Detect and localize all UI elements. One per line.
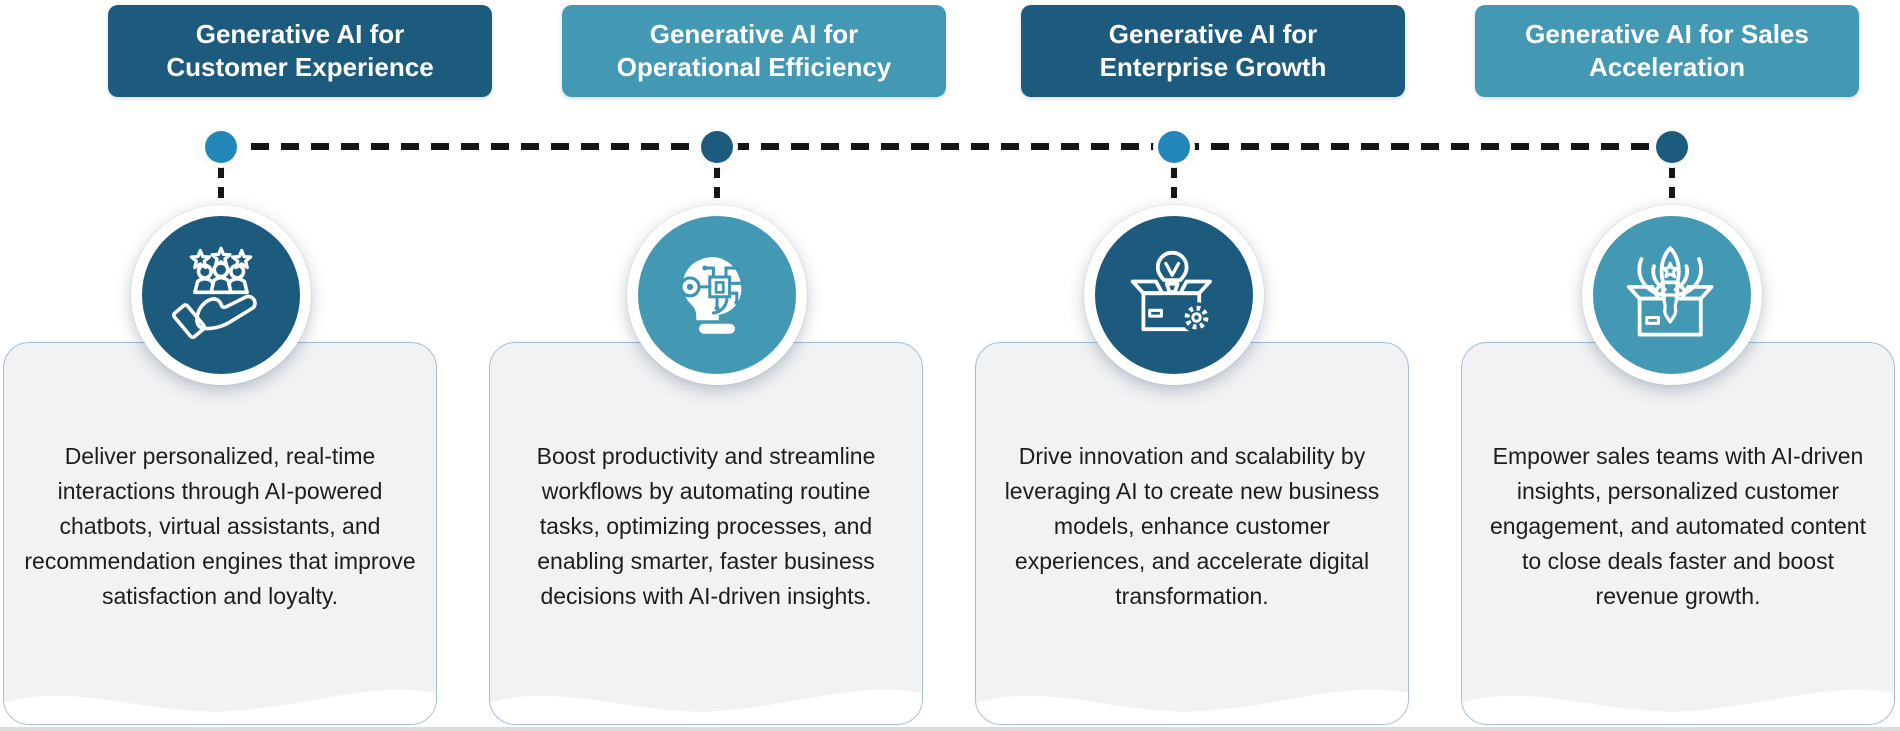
timeline-dot: [1656, 131, 1688, 163]
icon-medallion: [1084, 205, 1264, 385]
card-description: Boost productivity and streamline workfl…: [536, 443, 876, 609]
box-lightbulb-gear-icon: [1130, 250, 1212, 333]
column-title: Generative AI for Sales Acceleration: [1525, 19, 1809, 82]
card-bottom-wave: [976, 689, 1408, 724]
timeline-dot: [1158, 131, 1190, 163]
card-description: Deliver personalized, real-time interact…: [24, 443, 416, 609]
timeline-dashed-line: [221, 143, 1665, 150]
timeline-dot: [701, 131, 733, 163]
icon-medallion: [131, 205, 311, 385]
icon-medallion: [1582, 205, 1762, 385]
card-description: Drive innovation and scalability by leve…: [1004, 443, 1380, 609]
column-header: Generative AI for Operational Efficiency: [562, 5, 946, 97]
column-title: Generative AI for Enterprise Growth: [1099, 19, 1327, 82]
description-card: Deliver personalized, real-time interact…: [3, 342, 437, 725]
column-header: Generative AI for Customer Experience: [108, 5, 492, 97]
dashed-connector: [218, 167, 224, 198]
card-bottom-wave: [1462, 689, 1894, 724]
ai-head-chip-icon: [679, 257, 746, 334]
description-card: Empower sales teams with AI-driven insig…: [1461, 342, 1895, 725]
customer-satisfaction-icon: [171, 246, 257, 340]
dashed-connector: [1171, 167, 1177, 198]
rocket-launch-box-icon: [1626, 246, 1714, 337]
column-header: Generative AI for Enterprise Growth: [1021, 5, 1405, 97]
icon-medallion: [627, 205, 807, 385]
card-bottom-wave: [490, 689, 922, 724]
card-description: Empower sales teams with AI-driven insig…: [1490, 443, 1866, 609]
column-title: Generative AI for Customer Experience: [166, 19, 434, 82]
description-card: Boost productivity and streamline workfl…: [489, 342, 923, 725]
dashed-connector: [714, 167, 720, 198]
column-title: Generative AI for Operational Efficiency: [616, 19, 892, 82]
timeline-dot: [205, 131, 237, 163]
card-bottom-wave: [4, 689, 436, 724]
bottom-edge-strip: [0, 727, 1900, 731]
dashed-connector: [1669, 167, 1675, 198]
description-card: Drive innovation and scalability by leve…: [975, 342, 1409, 725]
column-header: Generative AI for Sales Acceleration: [1475, 5, 1859, 97]
